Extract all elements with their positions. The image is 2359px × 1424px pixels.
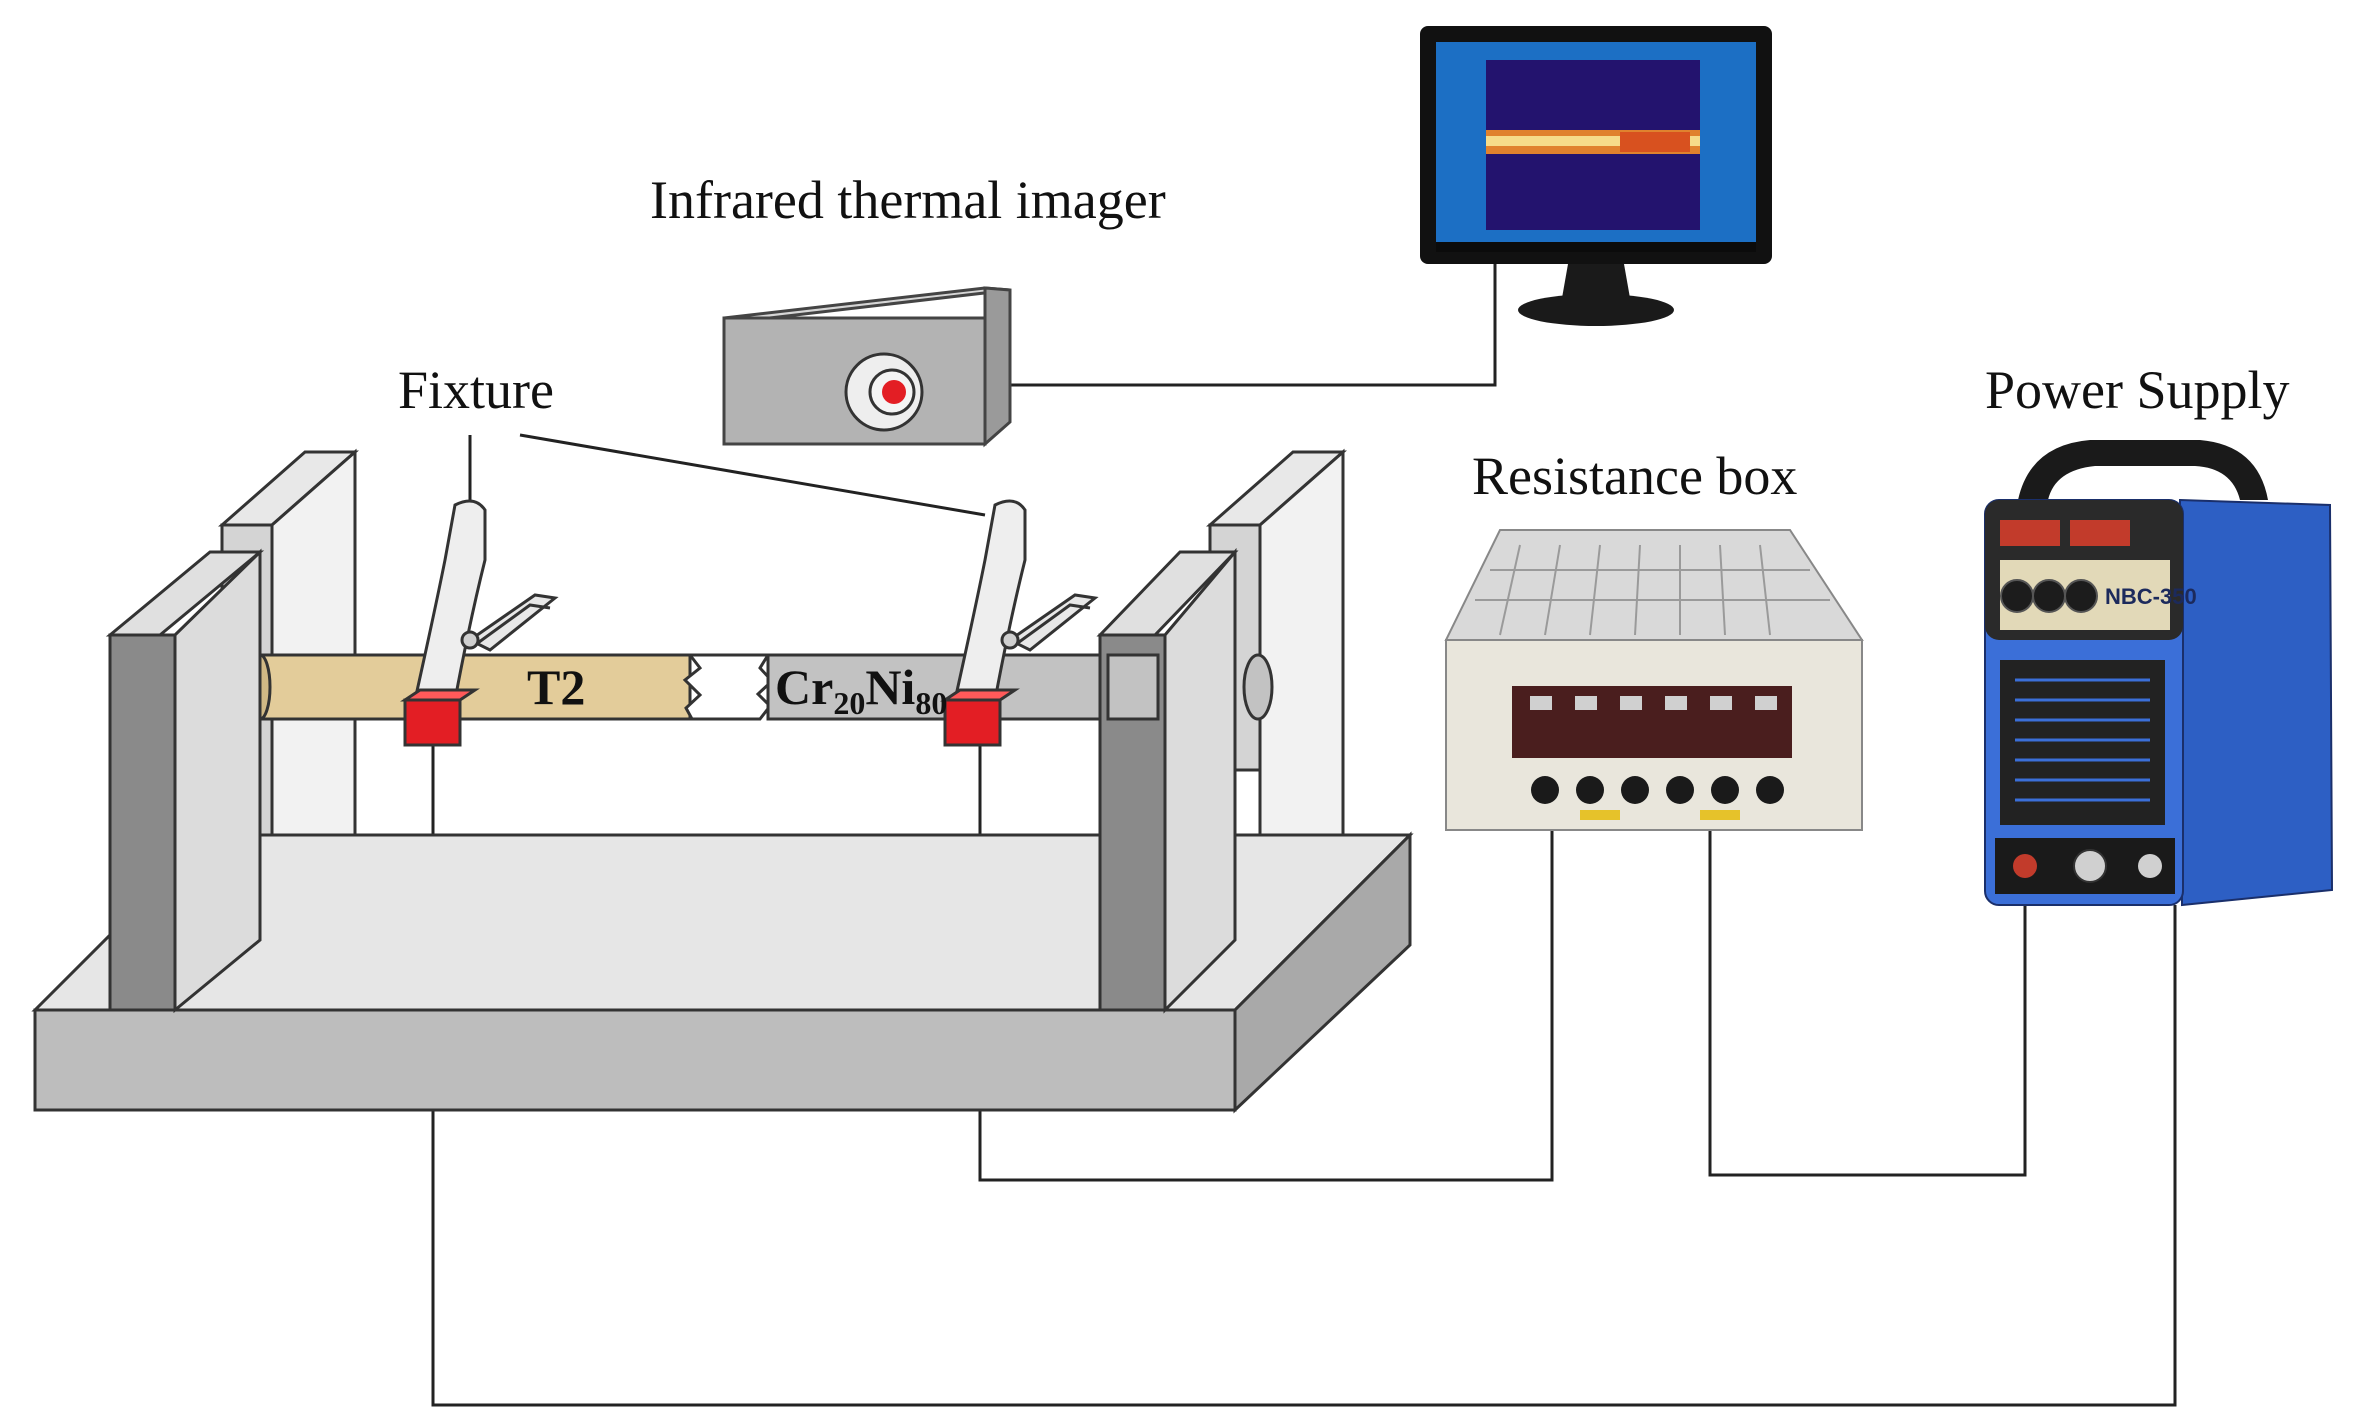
label-cr-sub: 20 [833,685,865,721]
label-ni-sub: 80 [915,685,947,721]
resistance-box-icon [1444,529,1864,831]
camera-icon [722,286,1012,448]
label-resistance-box: Resistance box [1472,446,1797,506]
label-fixture: Fixture [398,360,554,420]
label-ni: Ni [865,659,915,715]
clamp-icon-left [400,499,559,747]
label-cr20ni80: Cr20Ni80 [775,659,947,721]
label-infrared-thermal-imager: Infrared thermal imager [650,170,1166,230]
label-t2: T2 [527,659,585,715]
clamp-icon-right [940,499,1099,747]
wire-resistance-power [1708,815,2027,1177]
label-cr: Cr [775,659,833,715]
fixture-frame [31,448,1414,1114]
specimen-end [1106,653,1160,721]
camera-lens-icon [844,352,924,432]
power-supply-icon: NBC-350 [1984,440,2334,907]
fixture-leader-right [519,433,986,517]
specimen-bar [248,653,1274,721]
wire-camera-monitor [995,255,1497,387]
label-power-supply: Power Supply [1985,360,2290,420]
power-supply-model: NBC-350 [2105,584,2197,609]
monitor-icon [1420,26,1772,326]
